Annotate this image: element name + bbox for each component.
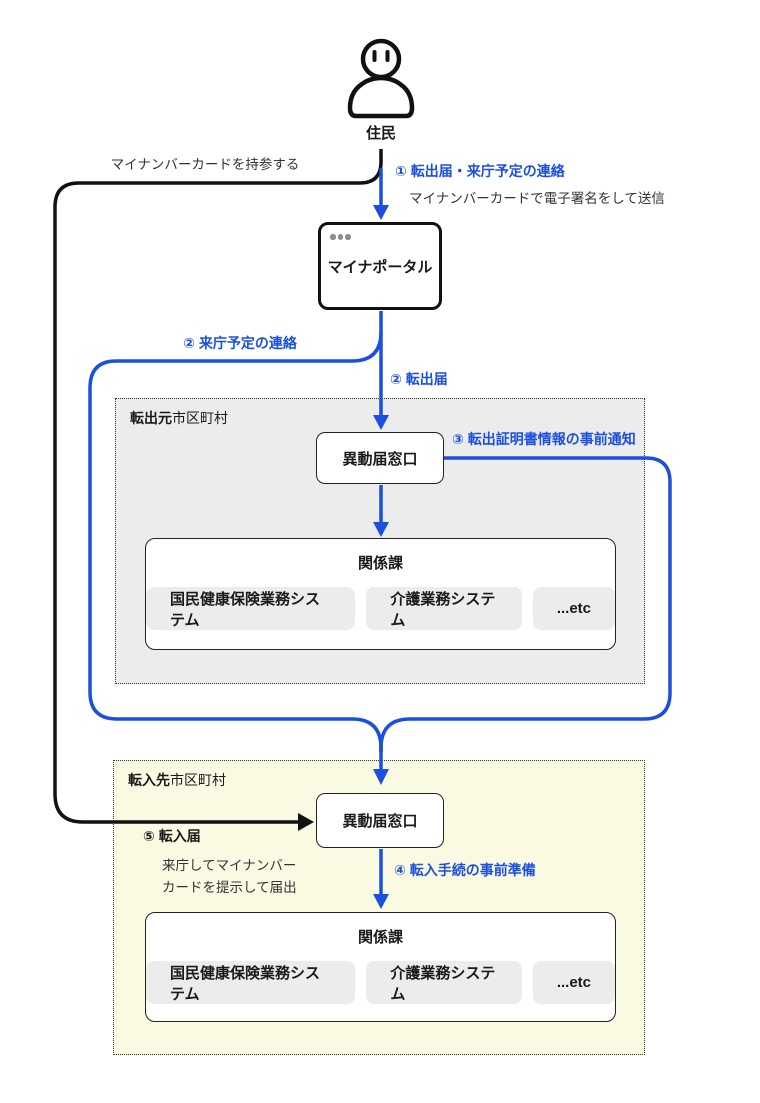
resident-label: 住民 [365, 125, 396, 142]
mynaportal-label: マイナポータル [327, 258, 433, 276]
system-chip: 国民健康保険業務システム [146, 587, 356, 630]
step4-label: ④ 転入手続の事前準備 [394, 862, 536, 878]
source-city-label-bold: 転出元 [130, 410, 172, 426]
dest-city-label: 転入先市区町村 [128, 770, 226, 790]
system-chip: ...etc [532, 961, 615, 1004]
step1-arrowhead [373, 205, 389, 220]
step3-path [379, 456, 672, 752]
source-dept-box: 関係課 国民健康保険業務システム 介護業務システム ...etc [145, 538, 616, 650]
source-city-label: 転出元市区町村 [130, 408, 228, 428]
step2-moveout-label: ② 転出届 [390, 371, 448, 387]
dest-dept-title: 関係課 [357, 929, 403, 946]
dest-dept-box: 関係課 国民健康保険業務システム 介護業務システム ...etc [145, 912, 616, 1022]
system-chip: 国民健康保険業務システム [146, 961, 356, 1004]
bring-card-arrowhead [298, 813, 314, 831]
system-chip: 介護業務システム [366, 961, 522, 1004]
bring-card-label: マイナンバーカードを持参する [110, 157, 300, 172]
step1-label: ① 転出届・来庁予定の連絡 [395, 163, 565, 179]
source-dept-arrowhead [373, 522, 389, 537]
step5-sub2-label: カードを提示して届出 [162, 880, 297, 895]
source-city-label-rest: 市区町村 [172, 410, 228, 426]
step2-moveout-arrowhead [373, 415, 389, 430]
system-chip: 介護業務システム [366, 587, 522, 630]
dest-window-node: 異動届窓口 [316, 793, 444, 848]
browser-dots-icon [330, 234, 351, 240]
merged-arrowhead [373, 769, 389, 785]
source-dept-title: 関係課 [357, 555, 403, 572]
step3-label: ③ 転出証明書情報の事前通知 [452, 431, 636, 447]
dest-city-label-bold: 転入先 [128, 772, 170, 788]
dest-dept-chips: 国民健康保険業務システム 介護業務システム ...etc [146, 961, 615, 1004]
system-chip: ...etc [532, 587, 615, 630]
resident-icon [347, 38, 415, 119]
bring-card-path [53, 149, 383, 824]
source-dept-chips: 国民健康保険業務システム 介護業務システム ...etc [146, 587, 615, 630]
mynaportal-node: マイナポータル [318, 222, 442, 310]
step1-sub-label: マイナンバーカードで電子署名をして送信 [409, 191, 665, 206]
step2-visit-label: ② 来庁予定の連絡 [183, 335, 297, 351]
step5-sub1-label: 来庁してマイナンバー [162, 858, 297, 873]
step2-visit-path [88, 331, 383, 752]
step4-arrowhead [373, 894, 389, 909]
step5-label: ⑤ 転入届 [143, 828, 201, 844]
dest-city-label-rest: 市区町村 [170, 772, 226, 788]
source-window-node: 異動届窓口 [316, 432, 444, 484]
